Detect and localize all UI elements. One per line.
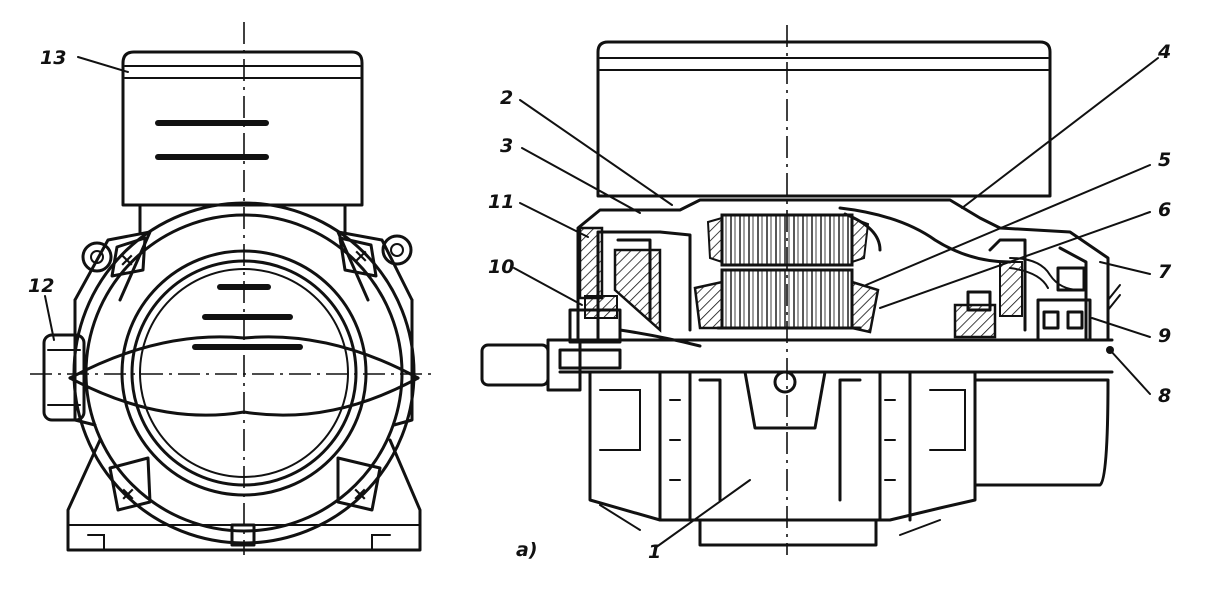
callout-12: 12 <box>28 275 54 297</box>
callout-5: 5 <box>1158 149 1171 171</box>
section-top-box <box>596 40 1052 198</box>
figure-caption: a) <box>516 539 538 561</box>
callout-1: 1 <box>648 541 661 563</box>
svg-text:×: × <box>353 245 369 267</box>
section-stator <box>693 213 880 334</box>
marker-dot-8 <box>1106 346 1114 354</box>
callout-2: 2 <box>500 87 513 109</box>
callout-11: 11 <box>488 191 514 213</box>
callout-labels: 13 12 2 3 11 10 4 5 6 7 9 8 1 a) <box>28 41 1172 563</box>
front-flange-ears: × × <box>73 230 414 302</box>
section-left-shield <box>568 226 702 348</box>
callout-4: 4 <box>1157 41 1171 63</box>
callout-3: 3 <box>500 135 513 157</box>
svg-text:×: × <box>120 483 136 505</box>
front-shaft <box>42 333 86 422</box>
section-shaft <box>480 338 1114 392</box>
svg-text:×: × <box>352 483 368 505</box>
section-view <box>44 25 1159 555</box>
callout-9: 9 <box>1158 325 1171 347</box>
callout-7: 7 <box>1158 261 1172 283</box>
section-right-shield <box>953 238 1092 342</box>
svg-text:×: × <box>119 249 135 271</box>
callout-8: 8 <box>1158 385 1171 407</box>
leader-lines <box>44 56 1159 549</box>
front-view: × × × × <box>30 22 432 555</box>
section-lower-frame <box>588 370 1110 547</box>
callout-6: 6 <box>1158 199 1171 221</box>
callout-13: 13 <box>40 47 66 69</box>
callout-10: 10 <box>488 256 514 278</box>
front-terminal-box <box>121 50 364 234</box>
